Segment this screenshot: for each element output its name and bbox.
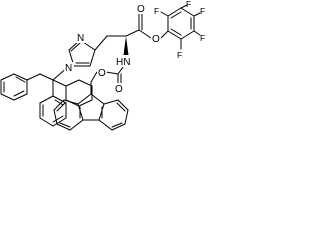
ester-group (125, 13, 169, 39)
fluorine-4-label: F (200, 33, 205, 43)
fluorine-1-label: F (154, 6, 159, 16)
n-imidazole-top-label: N (77, 33, 84, 44)
fluorine-3-label: F (200, 6, 205, 16)
side-chain (94, 35, 127, 51)
o-carbonyl-ester-label: O (137, 4, 145, 15)
pentafluorophenyl-ring (160, 4, 201, 50)
trityl-group (0, 65, 93, 127)
stereo-wedge (123, 36, 129, 55)
o-ester-label: O (152, 34, 160, 45)
fluorenyl-group (53, 93, 129, 131)
fluorine-2-label: F (186, 0, 191, 9)
o-carbamate-carbonyl-label: O (115, 84, 123, 95)
fluorine-5-label: F (177, 50, 182, 60)
molecule-diagram: N N HN O O O O F F F F F (0, 0, 205, 131)
n-imidazole-trityl-label: N (65, 63, 72, 74)
atom-labels: N N HN O O O O F F F F F (64, 0, 205, 95)
o-carbamate-label: O (98, 68, 106, 79)
structure-canvas: N N HN O O O O F F F F F (0, 0, 215, 176)
n-amide-label: HN (116, 57, 130, 68)
